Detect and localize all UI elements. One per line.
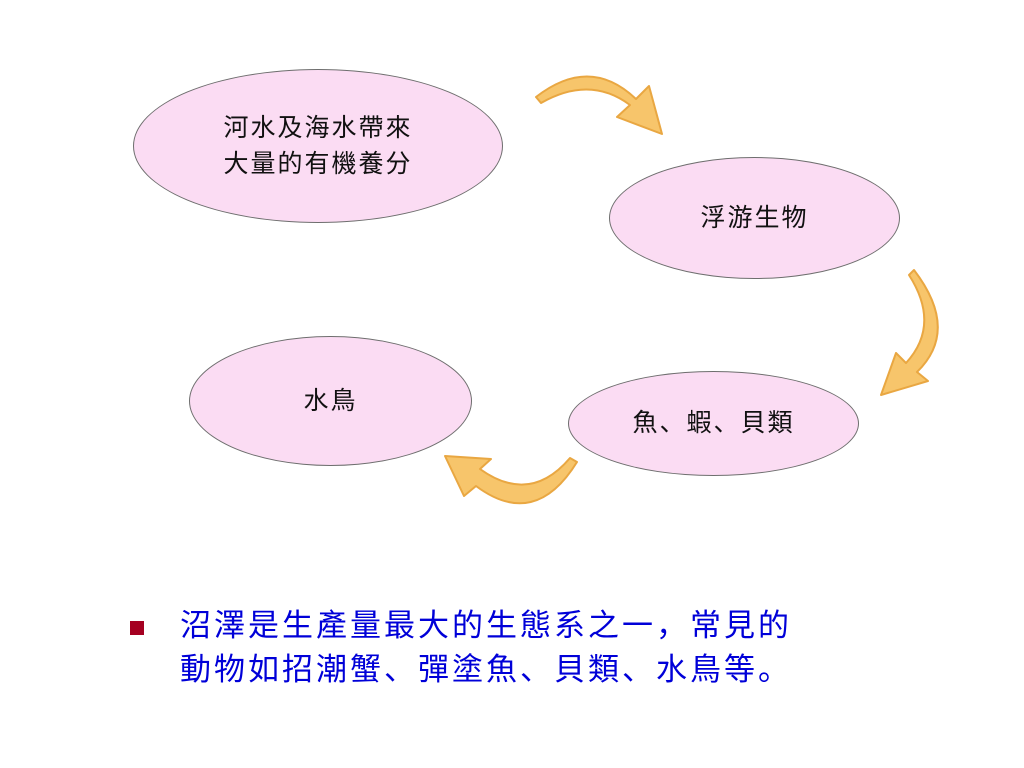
node-label: 魚、蝦、貝類 — [632, 408, 795, 438]
node-label: 水鳥 — [303, 385, 358, 415]
curved-arrow-plankton-to-fish — [880, 269, 939, 396]
node-label: 浮游生物 — [700, 202, 809, 232]
square-bullet-icon — [130, 621, 144, 635]
curved-arrow-nutrients-to-plankton — [535, 75, 663, 135]
node-plankton: 浮游生物 — [609, 157, 900, 279]
node-fish-shrimp-shellfish: 魚、蝦、貝類 — [568, 371, 859, 476]
node-label: 河水及海水帶來 大量的有機養分 — [223, 112, 413, 178]
curved-arrow-fish-to-waterbird — [444, 455, 578, 505]
bullet-text: 沼澤是生產量最大的生態系之一，常見的 動物如招潮蟹、彈塗魚、貝類、水鳥等。 — [180, 608, 792, 689]
node-waterbird: 水鳥 — [189, 336, 472, 466]
node-organic-nutrients: 河水及海水帶來 大量的有機養分 — [133, 69, 503, 223]
bullet-point: 沼澤是生產量最大的生態系之一，常見的 動物如招潮蟹、彈塗魚、貝類、水鳥等。 — [130, 604, 920, 692]
